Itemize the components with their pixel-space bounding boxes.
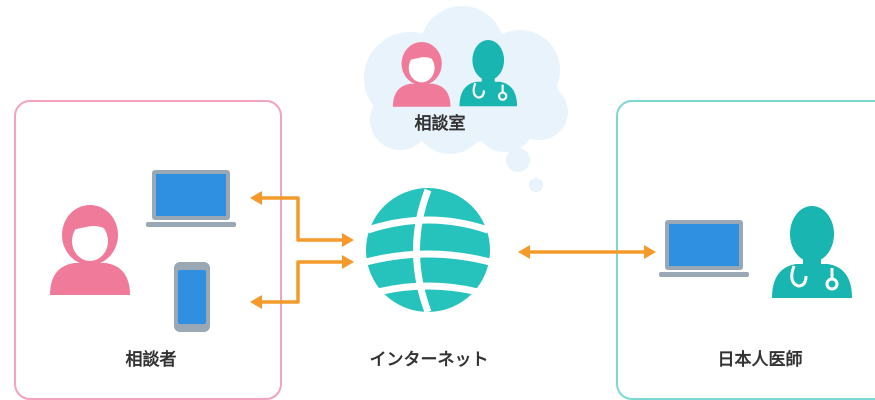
globe-icon xyxy=(365,188,491,314)
smartphone-icon xyxy=(174,262,210,332)
consultant-label: 相談者 xyxy=(125,350,177,370)
consultant-woman-icon xyxy=(50,205,130,295)
connection-arrows xyxy=(256,196,650,304)
consultation-room-label: 相談室 xyxy=(414,114,466,134)
arrow-heads xyxy=(250,191,656,309)
doctor-icon xyxy=(772,206,852,298)
room-woman-icon xyxy=(392,42,451,107)
room-doctor-icon xyxy=(459,40,518,107)
doctor-label: 日本人医師 xyxy=(717,350,803,370)
internet-label: インターネット xyxy=(369,350,489,370)
doctor-laptop-icon xyxy=(659,220,749,277)
consultant-laptop-icon xyxy=(146,170,236,227)
